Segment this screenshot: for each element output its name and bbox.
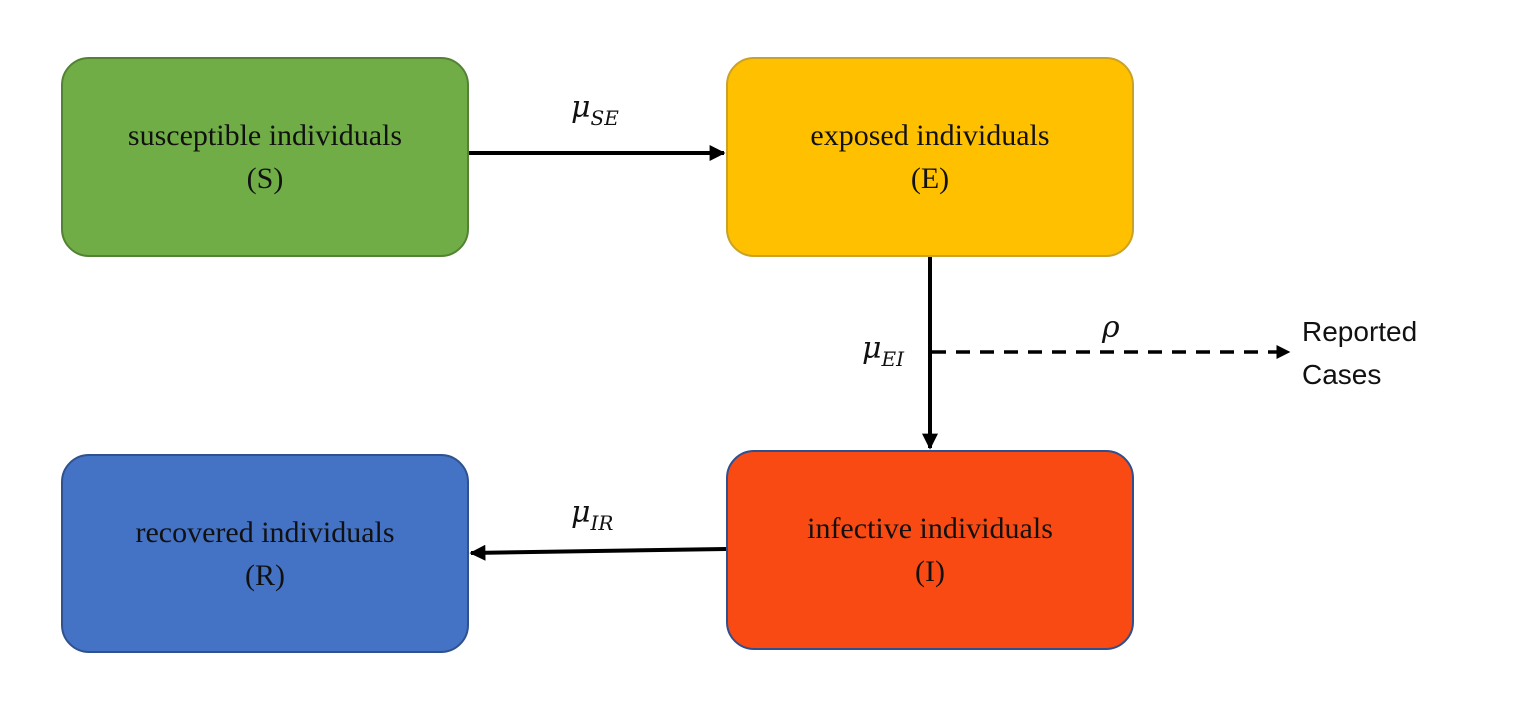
rate-se-symbol: μ [571,90,591,125]
rate-rho-symbol: ρ [1102,310,1120,345]
node-exposed: exposed individuals (E) [726,57,1134,257]
node-infective: infective individuals (I) [726,450,1134,650]
node-susceptible-symbol: (S) [246,162,284,195]
node-susceptible-label: susceptible individuals [127,119,403,152]
node-exposed-label: exposed individuals [810,119,1050,152]
arrow-i-to-r [469,544,727,561]
node-recovered: recovered individuals (R) [61,454,469,653]
reported-cases-line1: Reported [1302,316,1418,347]
rate-ei-subscript: EI [881,347,905,371]
rate-label-rho: ρ [1102,313,1120,343]
rate-ir-subscript: IR [590,511,614,535]
node-recovered-symbol: (R) [245,558,285,592]
rate-label-ir: μIR [571,495,613,534]
rate-ir-symbol: μ [571,495,591,530]
rate-ei-symbol: μ [862,331,882,366]
node-exposed-symbol: (E) [910,162,950,195]
node-susceptible: susceptible individuals (S) [61,57,469,257]
node-infective-label: infective individuals [807,512,1053,545]
reported-cases-label: Reported Cases [1302,310,1417,396]
rate-label-ei: μEI [862,331,904,370]
rate-label-se: μSE [571,90,619,129]
rate-se-subscript: SE [590,106,619,130]
node-infective-symbol: (I) [915,555,945,588]
reported-cases-line2: Cases [1302,359,1382,390]
node-recovered-label: recovered individuals [135,515,395,549]
